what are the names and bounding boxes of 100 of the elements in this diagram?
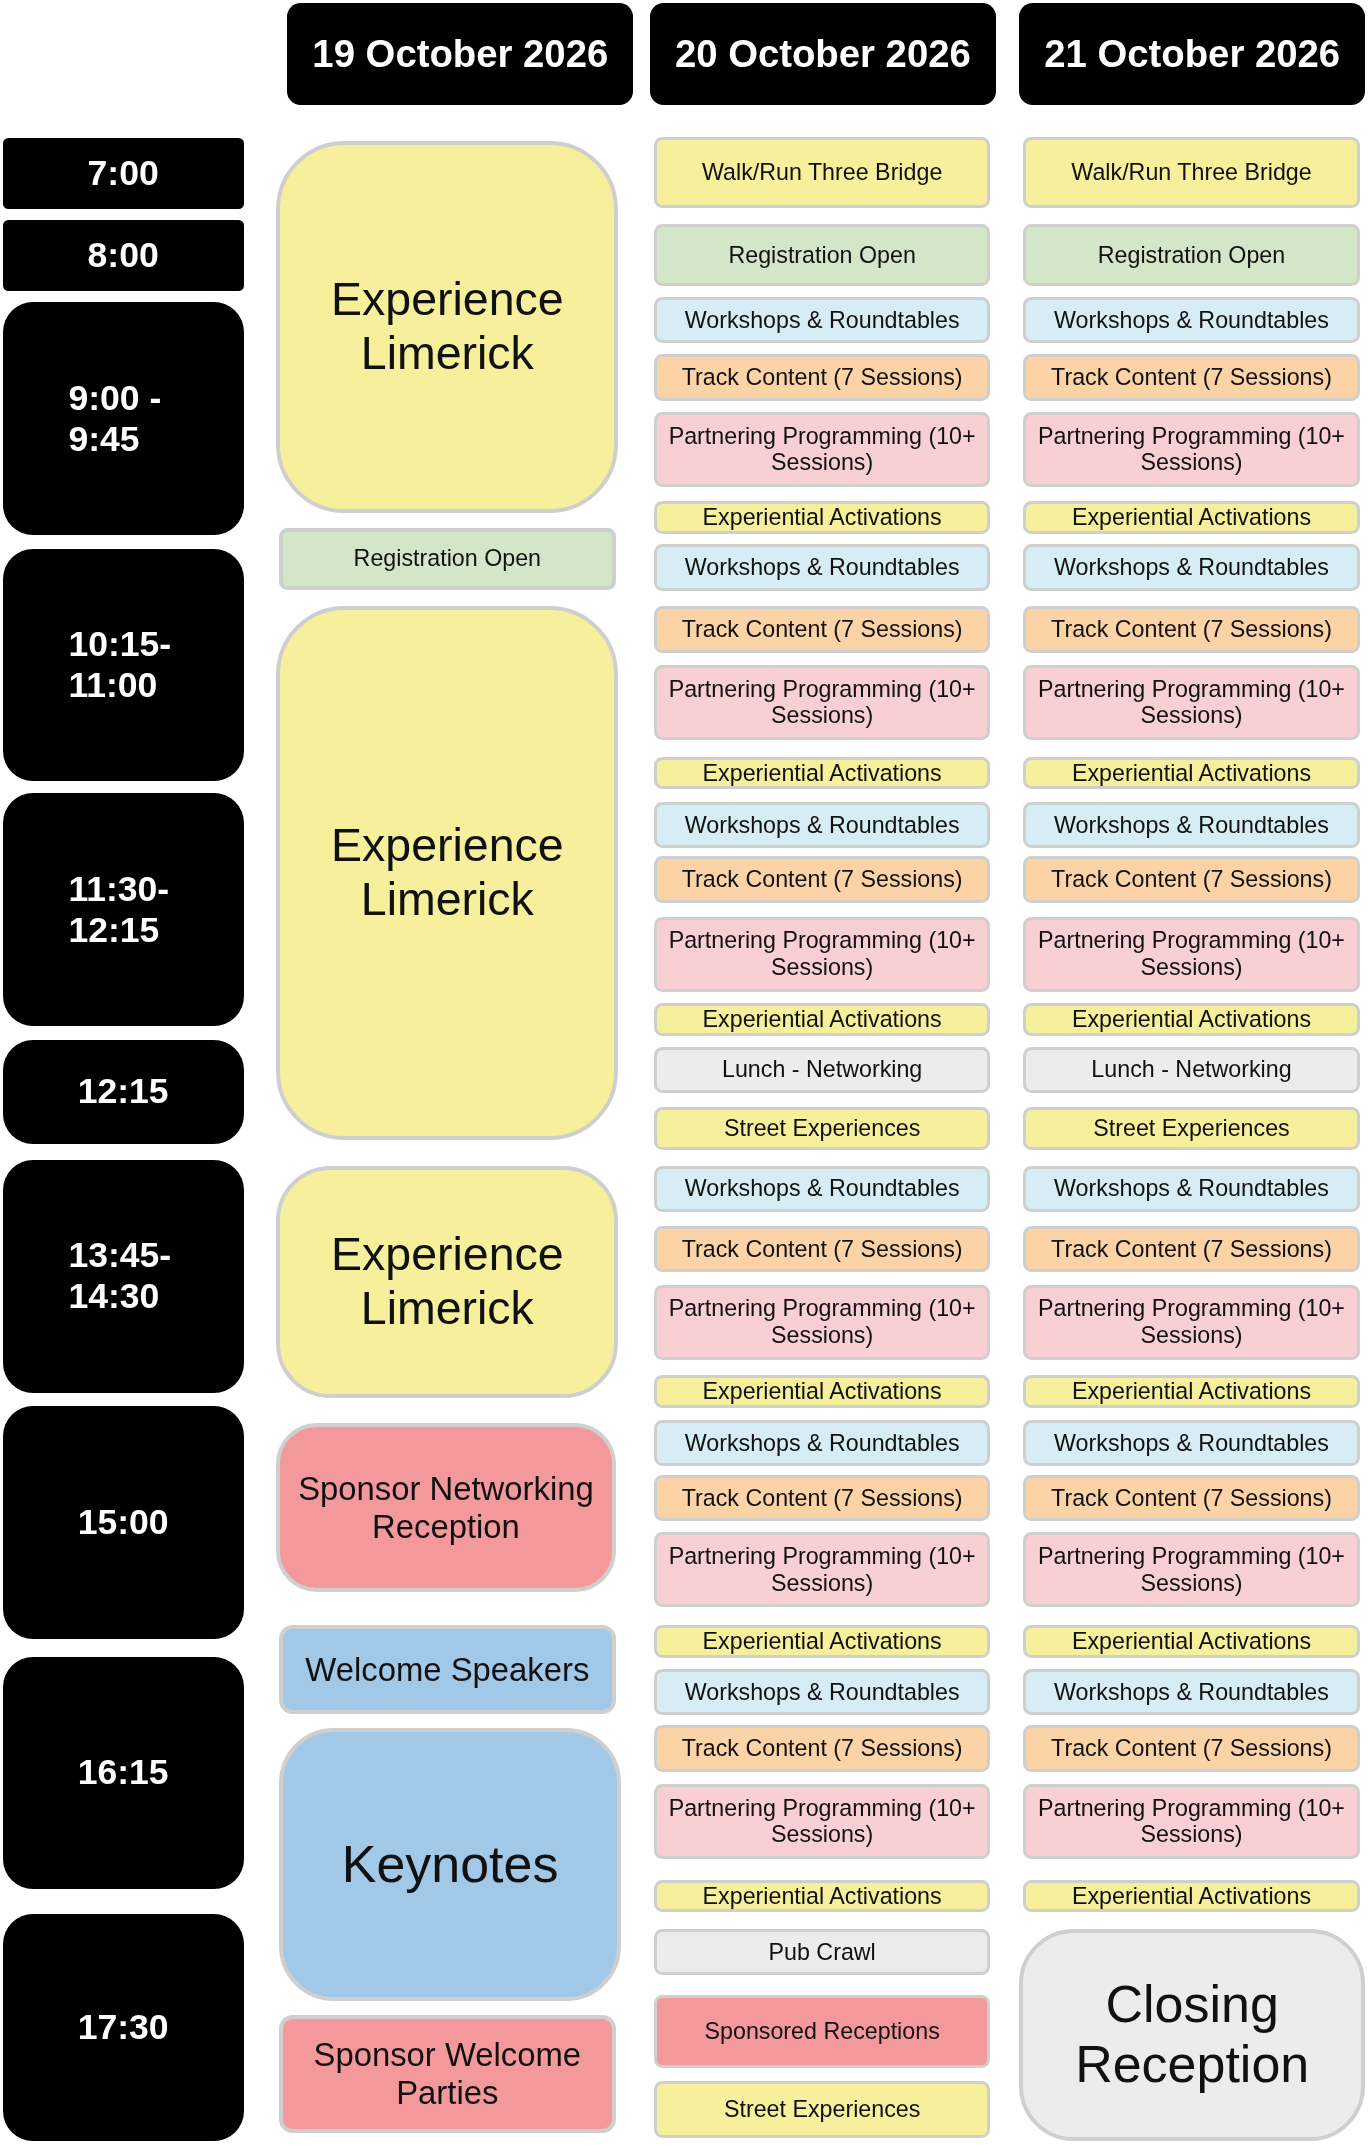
time-slot bbox=[2, 1160, 244, 1393]
date-label: 20 October 2026 bbox=[674, 32, 971, 77]
session-label: Track Content (7 Sessions) bbox=[1051, 615, 1332, 643]
event-block bbox=[279, 1727, 622, 2002]
session-block bbox=[1023, 1419, 1360, 1467]
session-label: Track Content (7 Sessions) bbox=[681, 615, 963, 643]
session-block bbox=[653, 2080, 991, 2139]
session-label: Track Content (7 Sessions) bbox=[1051, 1734, 1332, 1762]
time-slot bbox=[2, 1913, 244, 2141]
session-label: Registration Open bbox=[353, 545, 541, 573]
session-block bbox=[653, 1374, 991, 1408]
session-label: Walk/Run Three Bridge bbox=[1071, 159, 1312, 186]
session-block bbox=[1023, 606, 1360, 653]
session-label: Partnering Programming (10+ Sessions) bbox=[667, 927, 977, 981]
event-block bbox=[276, 140, 619, 513]
session-label: Registration Open bbox=[1097, 241, 1286, 269]
session-block bbox=[1023, 411, 1360, 487]
session-block bbox=[653, 1783, 991, 1860]
session-block bbox=[653, 1284, 991, 1360]
event-block bbox=[1019, 1928, 1366, 2141]
session-label: Workshops & Roundtables bbox=[1054, 811, 1329, 839]
session-block bbox=[653, 411, 991, 487]
session-label: Experiential Activations bbox=[702, 1005, 942, 1033]
session-block bbox=[1023, 1625, 1360, 1658]
session-block bbox=[1023, 1046, 1360, 1093]
session-block bbox=[653, 544, 991, 591]
session-label: Workshops & Roundtables bbox=[684, 554, 960, 582]
session-block bbox=[1023, 1165, 1360, 1213]
session-label: Lunch - Networking bbox=[722, 1056, 923, 1084]
date-header bbox=[649, 2, 996, 106]
session-label: Street Experiences bbox=[1093, 1115, 1290, 1142]
session-label: Partnering Programming (10+ Sessions) bbox=[667, 1794, 977, 1849]
session-label: Partnering Programming (10+ Sessions) bbox=[1037, 927, 1346, 981]
time-label: 17:30 bbox=[77, 2006, 169, 2048]
time-label: 15:00 bbox=[77, 1502, 169, 1543]
time-slot bbox=[2, 220, 244, 292]
session-block bbox=[653, 1106, 991, 1151]
session-block bbox=[653, 354, 991, 401]
session-block bbox=[653, 1994, 991, 2069]
session-block bbox=[1023, 544, 1360, 591]
session-block bbox=[1023, 296, 1360, 344]
session-label: Workshops & Roundtables bbox=[684, 1429, 960, 1457]
session-block bbox=[1023, 1374, 1360, 1408]
session-label: Experiential Activations bbox=[702, 1628, 942, 1655]
session-label: Partnering Programming (10+ Sessions) bbox=[667, 675, 977, 730]
time-slot bbox=[2, 1406, 244, 1639]
session-label: Sponsored Receptions bbox=[704, 2018, 940, 2045]
session-block bbox=[653, 1725, 991, 1772]
session-label: Partnering Programming (10+ Sessions) bbox=[667, 1295, 977, 1349]
session-block bbox=[1023, 1474, 1360, 1522]
session-block bbox=[653, 296, 991, 344]
event-block bbox=[279, 1625, 616, 1715]
session-label: Track Content (7 Sessions) bbox=[681, 364, 963, 391]
session-label: Workshops & Roundtables bbox=[684, 1678, 960, 1706]
session-block bbox=[653, 1668, 991, 1716]
session-label: Track Content (7 Sessions) bbox=[1051, 866, 1332, 893]
session-label: Workshops & Roundtables bbox=[1054, 1175, 1329, 1203]
session-label: Track Content (7 Sessions) bbox=[1051, 1484, 1332, 1512]
session-block bbox=[1023, 500, 1360, 534]
session-label: Street Experiences bbox=[723, 1115, 921, 1142]
session-label: Experience Limerick bbox=[331, 819, 564, 927]
session-label: Workshops & Roundtables bbox=[684, 1175, 960, 1203]
date-label: 21 October 2026 bbox=[1044, 32, 1341, 77]
session-label: Experiential Activations bbox=[1071, 1005, 1312, 1033]
session-block bbox=[653, 856, 991, 903]
session-block bbox=[653, 1625, 991, 1658]
event-block bbox=[276, 1165, 619, 1399]
session-block bbox=[1023, 1668, 1360, 1716]
session-block bbox=[653, 136, 991, 208]
session-block bbox=[653, 224, 991, 286]
session-label: Workshops & Roundtables bbox=[1054, 306, 1329, 334]
session-label: Track Content (7 Sessions) bbox=[681, 1484, 963, 1512]
time-slot bbox=[2, 793, 244, 1026]
session-block bbox=[1023, 1002, 1360, 1036]
session-block bbox=[653, 756, 991, 790]
session-block bbox=[653, 664, 991, 741]
session-block bbox=[653, 1474, 991, 1522]
session-block bbox=[653, 1879, 991, 1913]
time-label: 7:00 bbox=[87, 153, 159, 195]
time-label: 13:45- 14:30 bbox=[68, 1235, 173, 1318]
session-block bbox=[653, 500, 991, 534]
session-label: Track Content (7 Sessions) bbox=[681, 866, 963, 893]
session-block bbox=[653, 606, 991, 653]
session-block bbox=[653, 1165, 991, 1213]
time-label: 12:15 bbox=[77, 1071, 169, 1113]
session-label: Track Content (7 Sessions) bbox=[681, 1235, 963, 1263]
session-label: Partnering Programming (10+ Sessions) bbox=[1037, 422, 1346, 477]
session-label: Experience Limerick bbox=[331, 273, 564, 381]
session-block bbox=[1023, 856, 1360, 903]
time-label: 9:00 - 9:45 bbox=[68, 377, 163, 460]
session-label: Walk/Run Three Bridge bbox=[701, 159, 943, 186]
session-label: Workshops & Roundtables bbox=[1054, 554, 1329, 582]
session-label: Lunch - Networking bbox=[1091, 1056, 1292, 1084]
date-header bbox=[1019, 2, 1366, 106]
session-block bbox=[1023, 1879, 1360, 1913]
session-label: Partnering Programming (10+ Sessions) bbox=[1037, 1295, 1346, 1349]
time-slot bbox=[2, 548, 244, 782]
session-label: Experiential Activations bbox=[1071, 1377, 1312, 1405]
session-block bbox=[1023, 1532, 1360, 1608]
session-block bbox=[1023, 1225, 1360, 1273]
